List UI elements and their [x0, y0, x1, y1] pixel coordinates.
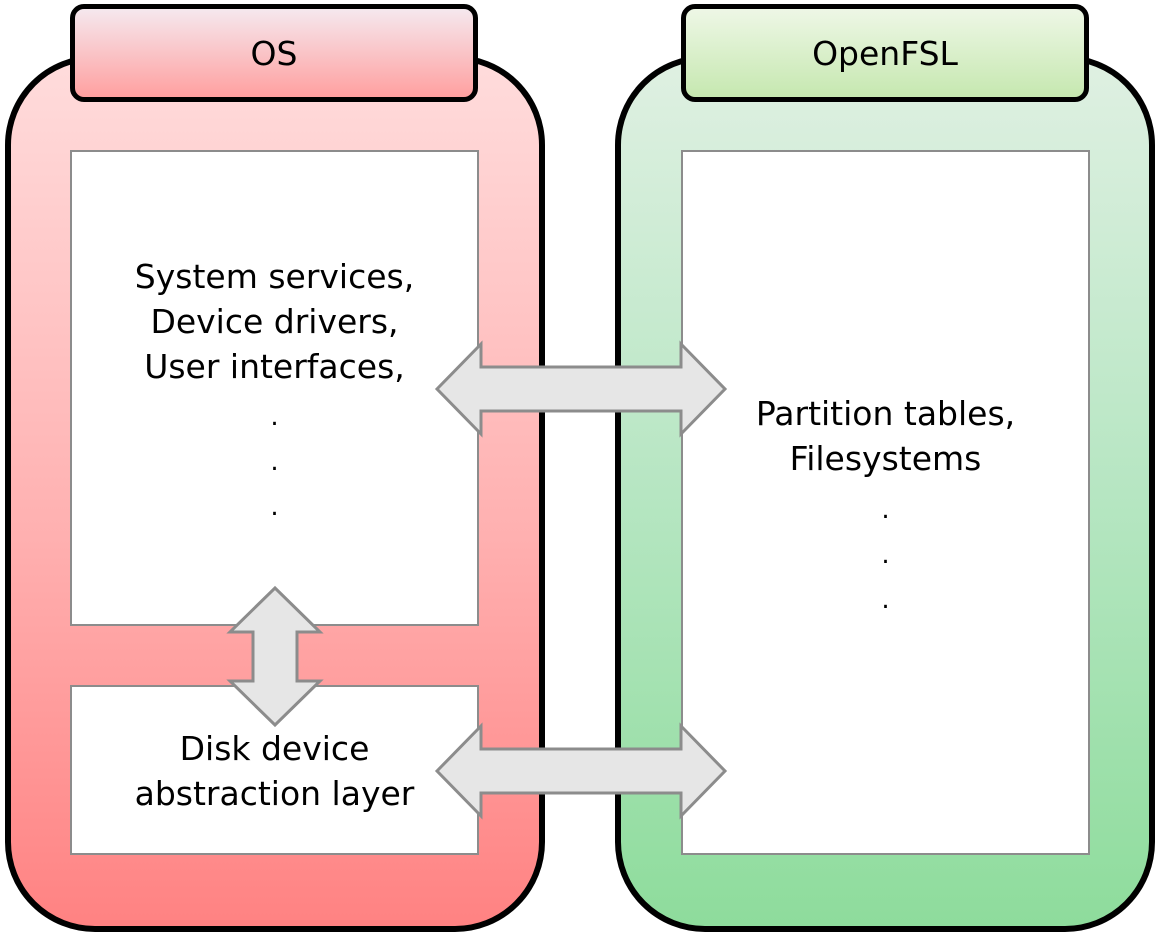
os-title-label: OS	[250, 33, 298, 73]
os-services-line-3: User interfaces,	[144, 347, 405, 386]
openfsl-dot-1: .	[881, 495, 890, 525]
disk-label-line-2: abstraction layer	[134, 774, 415, 813]
openfsl-line-2: Filesystems	[789, 439, 982, 478]
os-services-panel	[70, 150, 479, 626]
openfsl-dot-2: .	[881, 540, 890, 570]
os-title: OS	[70, 4, 478, 102]
os-services-line-1: System services,	[134, 257, 415, 296]
os-services-dot-2: .	[270, 447, 279, 477]
disk-label-line-1: Disk device	[179, 729, 370, 768]
os-services-dot-3: .	[270, 492, 279, 522]
os-services-line-2: Device drivers,	[150, 302, 399, 341]
os-services-dot-1: .	[270, 402, 279, 432]
openfsl-title-label: OpenFSL	[812, 33, 958, 73]
openfsl-dot-3: .	[881, 585, 890, 615]
openfsl-line-1: Partition tables,	[755, 394, 1016, 433]
openfsl-title: OpenFSL	[681, 4, 1089, 102]
openfsl-panel	[681, 150, 1090, 855]
